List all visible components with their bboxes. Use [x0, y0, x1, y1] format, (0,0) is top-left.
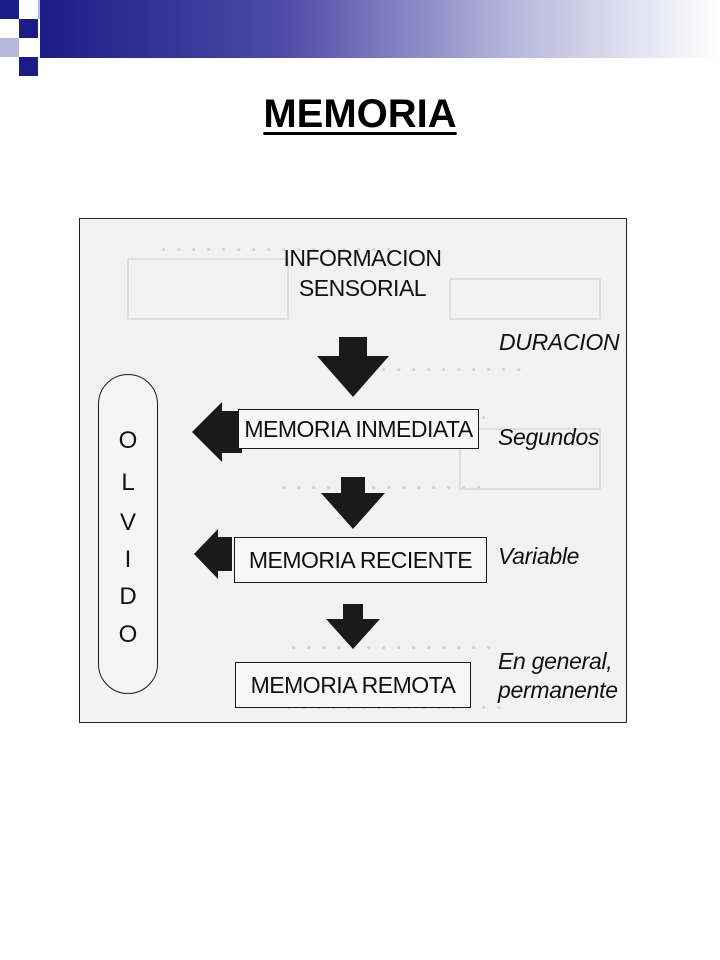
slide-title: MEMORIA — [0, 92, 720, 137]
header-gradient-bar — [40, 0, 720, 58]
sensory-information-label: INFORMACION SENSORIAL — [275, 243, 450, 303]
stage-immediate-memory: MEMORIA INMEDIATA — [238, 409, 479, 449]
stage-remote-memory: MEMORIA REMOTA — [235, 662, 471, 708]
bg-texture-1: . . . . . . . . . . . . . . . . — [160, 225, 393, 258]
duration-recent: Variable — [498, 543, 580, 569]
bg-box-2 — [449, 278, 601, 320]
forgetting-letter: V — [119, 509, 136, 536]
memory-diagram: . . . . . . . . . . . . . . . . . . . . … — [79, 218, 627, 723]
duration-remote: En general, permanente — [498, 647, 618, 705]
duration-immediate: Segundos — [498, 424, 600, 450]
duration-remote-line-1: En general, — [498, 648, 613, 674]
bg-texture-6: . . . . . . . . . . . . . . — [290, 623, 493, 656]
slide-title-text: MEMORIA — [263, 92, 457, 136]
arrow-down-2 — [321, 477, 385, 529]
forgetting-letter: O — [118, 621, 138, 648]
forgetting-letter: L — [121, 469, 135, 496]
decor-square-1 — [0, 0, 19, 19]
forgetting-letter: I — [124, 546, 132, 573]
decor-square-3 — [0, 38, 19, 57]
arrow-down-1 — [317, 337, 389, 397]
sensory-line-1: INFORMACION — [283, 245, 442, 271]
forgetting-letter: D — [119, 583, 137, 610]
stage-recent-label: MEMORIA RECIENTE — [248, 546, 473, 573]
duration-remote-line-2: permanente — [498, 677, 618, 703]
bg-box-3 — [459, 428, 601, 490]
decor-square-2 — [19, 19, 38, 38]
arrow-left-1 — [192, 402, 242, 462]
arrow-left-2 — [194, 529, 232, 579]
stage-recent-memory: MEMORIA RECIENTE — [234, 537, 487, 583]
stage-immediate-label: MEMORIA INMEDIATA — [244, 415, 473, 442]
bg-texture-4: . . . . . . . . . . . . . . — [280, 463, 483, 496]
arrow-down-3 — [326, 604, 380, 649]
bg-box-1 — [127, 258, 289, 320]
sensory-line-2: SENSORIAL — [298, 275, 427, 301]
duration-header: DURACION — [499, 329, 620, 355]
forgetting-letter: O — [118, 427, 138, 454]
decor-square-4 — [19, 57, 38, 76]
forgetting-box: O L V I D O — [98, 374, 158, 694]
stage-remote-label: MEMORIA REMOTA — [250, 671, 456, 698]
